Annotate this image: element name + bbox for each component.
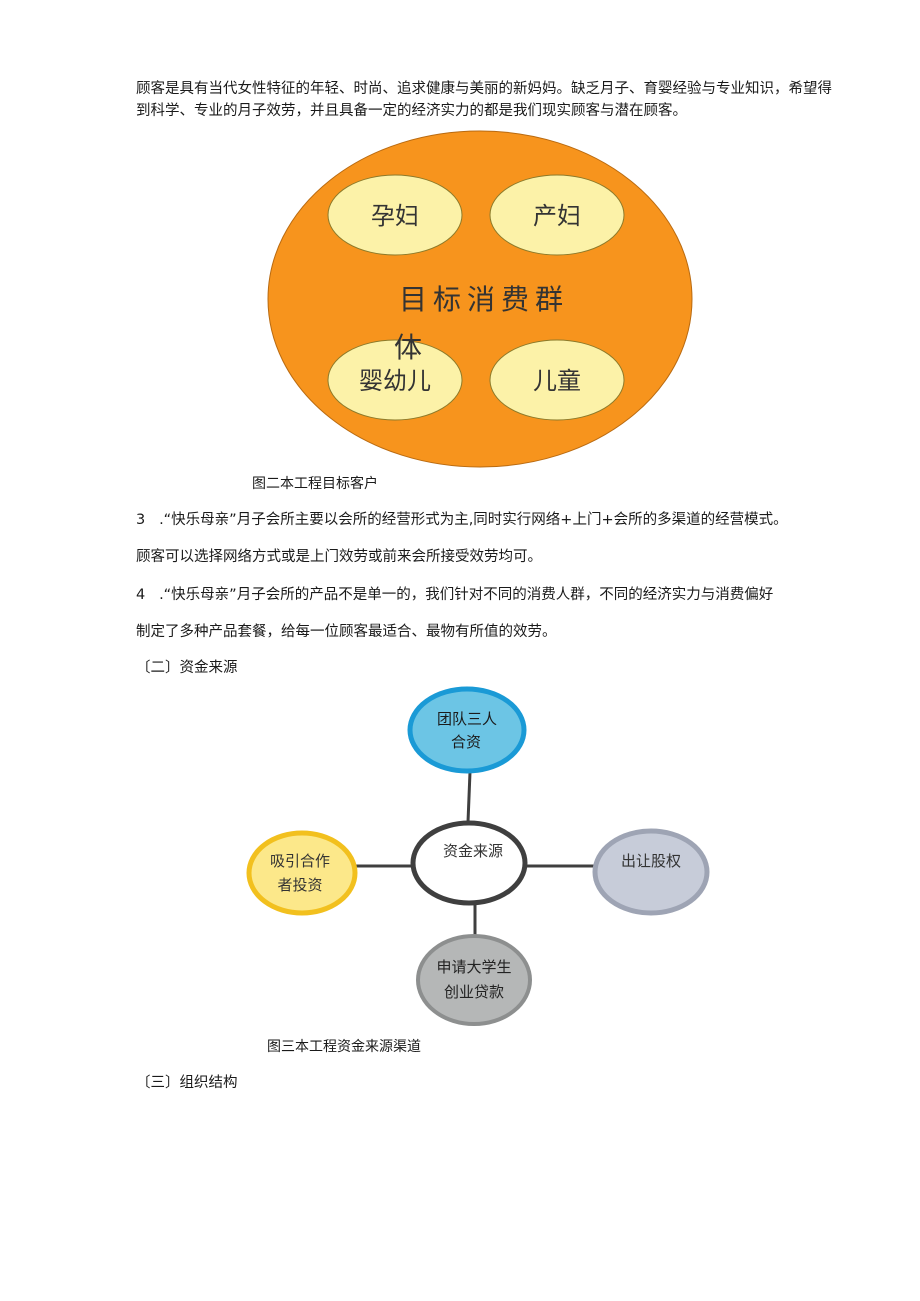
item3-line1: 3 .“快乐母亲”月子会所主要以会所的经营形式为主,同时实行网络+上门+会所的多… bbox=[136, 508, 788, 529]
group-ellipse-pregnant bbox=[327, 174, 463, 256]
node-right bbox=[592, 828, 710, 916]
item3-line2: 顾客可以选择网络方式或是上门效劳或前来会所接受效劳均可。 bbox=[136, 549, 542, 565]
item3-number: 3 bbox=[136, 512, 146, 528]
item4-text-line1: .“快乐母亲”月子会所的产品不是单一的，我们针对不同的消费人群，不同的经济实力与… bbox=[159, 587, 774, 603]
node-right-label: 出让股权 bbox=[621, 852, 681, 870]
group-label-pregnant: 孕妇 bbox=[371, 202, 419, 230]
item4-line2: 制定了多种产品套餐，给每一位顾客最适合、最物有所值的效劳。 bbox=[136, 624, 557, 640]
item4-line1: 4 .“快乐母亲”月子会所的产品不是单一的，我们针对不同的消费人群，不同的经济实… bbox=[136, 583, 773, 604]
group-ellipse-infant bbox=[327, 339, 463, 421]
group-label-postpartum: 产妇 bbox=[533, 202, 581, 230]
node-bottom-label-line1: 申请大学生 bbox=[436, 958, 511, 976]
connector-top bbox=[466, 771, 472, 823]
group-ellipse-child bbox=[489, 339, 625, 421]
target-center-label-line2: 体 bbox=[394, 331, 422, 364]
section3-heading: 〔三〕组织结构 bbox=[136, 1075, 238, 1091]
funding-source-diagram: 资金来源 团队三人 合资 吸引合作 者投资 出让股权 申请大学生 创业贷款 bbox=[246, 686, 710, 1026]
node-left-label-line2: 者投资 bbox=[277, 876, 322, 894]
item3-text-line1: .“快乐母亲”月子会所主要以会所的经营形式为主,同时实行网络+上门+会所的多渠道… bbox=[159, 512, 788, 528]
group-label-child: 儿童 bbox=[533, 367, 581, 395]
figure2-caption: 图二本工程目标客户 bbox=[252, 476, 378, 492]
node-left bbox=[246, 830, 358, 916]
group-label-infant: 婴幼儿 bbox=[359, 367, 431, 395]
intro-paragraph: 顾客是具有当代女性特征的年轻、时尚、追求健康与美丽的新妈妈。缺乏月子、育婴经验与… bbox=[136, 81, 832, 119]
figure3-caption: 图三本工程资金来源渠道 bbox=[267, 1039, 421, 1055]
node-bottom-label-line2: 创业贷款 bbox=[444, 983, 504, 1001]
node-top-label-line2: 合资 bbox=[451, 733, 481, 751]
node-left-label-line1: 吸引合作 bbox=[270, 852, 330, 870]
node-center bbox=[410, 820, 528, 906]
node-top-label-line1: 团队三人 bbox=[437, 710, 497, 728]
section2-heading: 〔二〕资金来源 bbox=[136, 660, 238, 676]
item4-number: 4 bbox=[136, 587, 146, 603]
group-ellipse-postpartum bbox=[489, 174, 625, 256]
node-top bbox=[407, 686, 527, 774]
node-center-label: 资金来源 bbox=[443, 842, 503, 860]
target-center-label-line1: 目标消费群 bbox=[399, 283, 569, 316]
node-bottom bbox=[416, 934, 532, 1026]
